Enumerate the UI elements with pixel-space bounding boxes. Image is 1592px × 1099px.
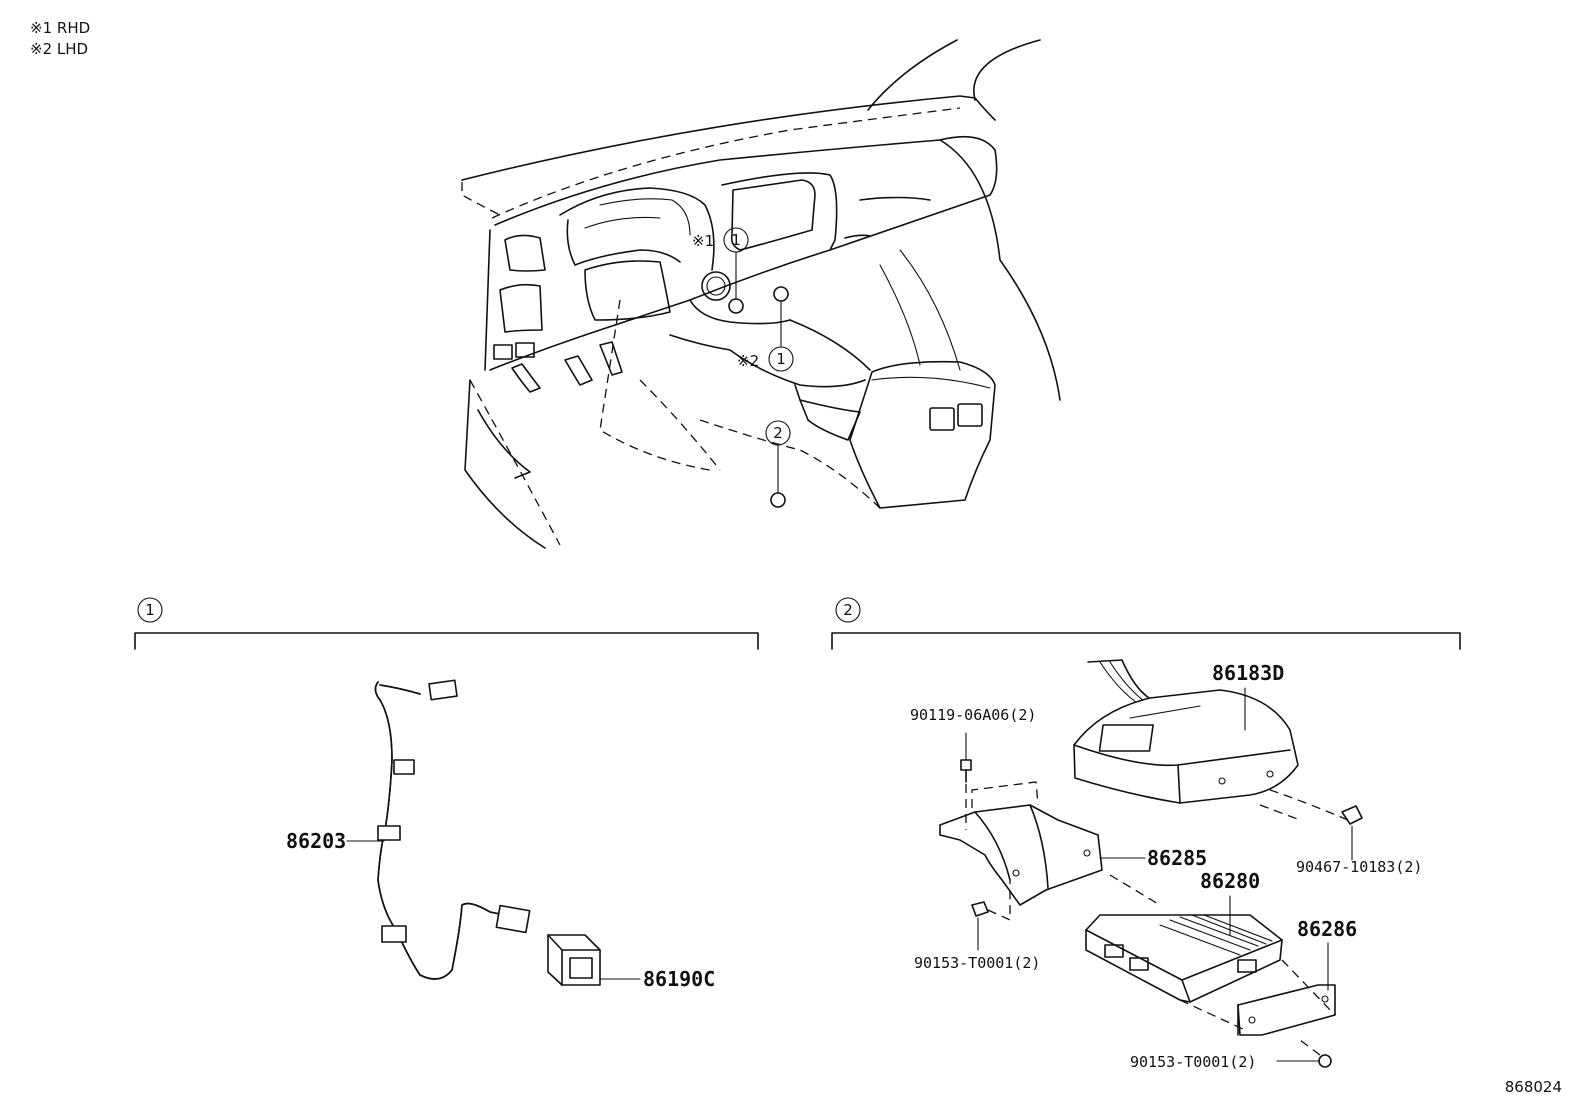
section-1-number: 1 — [145, 601, 155, 619]
part-90467-label: 90467-10183(2) — [1296, 858, 1422, 876]
dashboard-illustration: 1 1 2 ※1 ※2 — [461, 39, 1061, 549]
section-2: 2 — [831, 597, 1461, 1071]
bolt-90467-icon — [1269, 789, 1363, 825]
legend-note-rhd: ※1 RHD — [30, 19, 90, 37]
diagram-id: 868024 — [1505, 1078, 1562, 1096]
part-90153b-label: 90153-T0001(2) — [1130, 1053, 1256, 1071]
callout-1-lhd: 1 — [776, 350, 786, 368]
part-86190C-label: 86190C — [643, 967, 715, 991]
section-1: 1 86203 86190C — [134, 597, 759, 991]
legend-note-lhd: ※2 LHD — [30, 40, 88, 58]
part-86286-label: 86286 — [1297, 917, 1357, 941]
callout-2: 2 — [773, 424, 783, 442]
legend: ※1 RHD ※2 LHD — [30, 19, 90, 58]
section-2-number: 2 — [843, 601, 853, 619]
bolt-90153a-icon — [971, 880, 1011, 922]
callout-mark-rhd: ※1 — [692, 232, 714, 250]
part-86203-label: 86203 — [286, 829, 346, 853]
callout-1-rhd: 1 — [731, 231, 741, 249]
bolt-90153b-icon — [1299, 1039, 1332, 1068]
part-86280-label: 86280 — [1200, 869, 1260, 893]
part-90153a-label: 90153-T0001(2) — [914, 954, 1040, 972]
callout-mark-lhd: ※2 — [737, 352, 759, 370]
part-86285-label: 86285 — [1147, 846, 1207, 870]
part-86183D-label: 86183D — [1212, 661, 1284, 685]
part-90119-label: 90119-06A06(2) — [910, 706, 1036, 724]
